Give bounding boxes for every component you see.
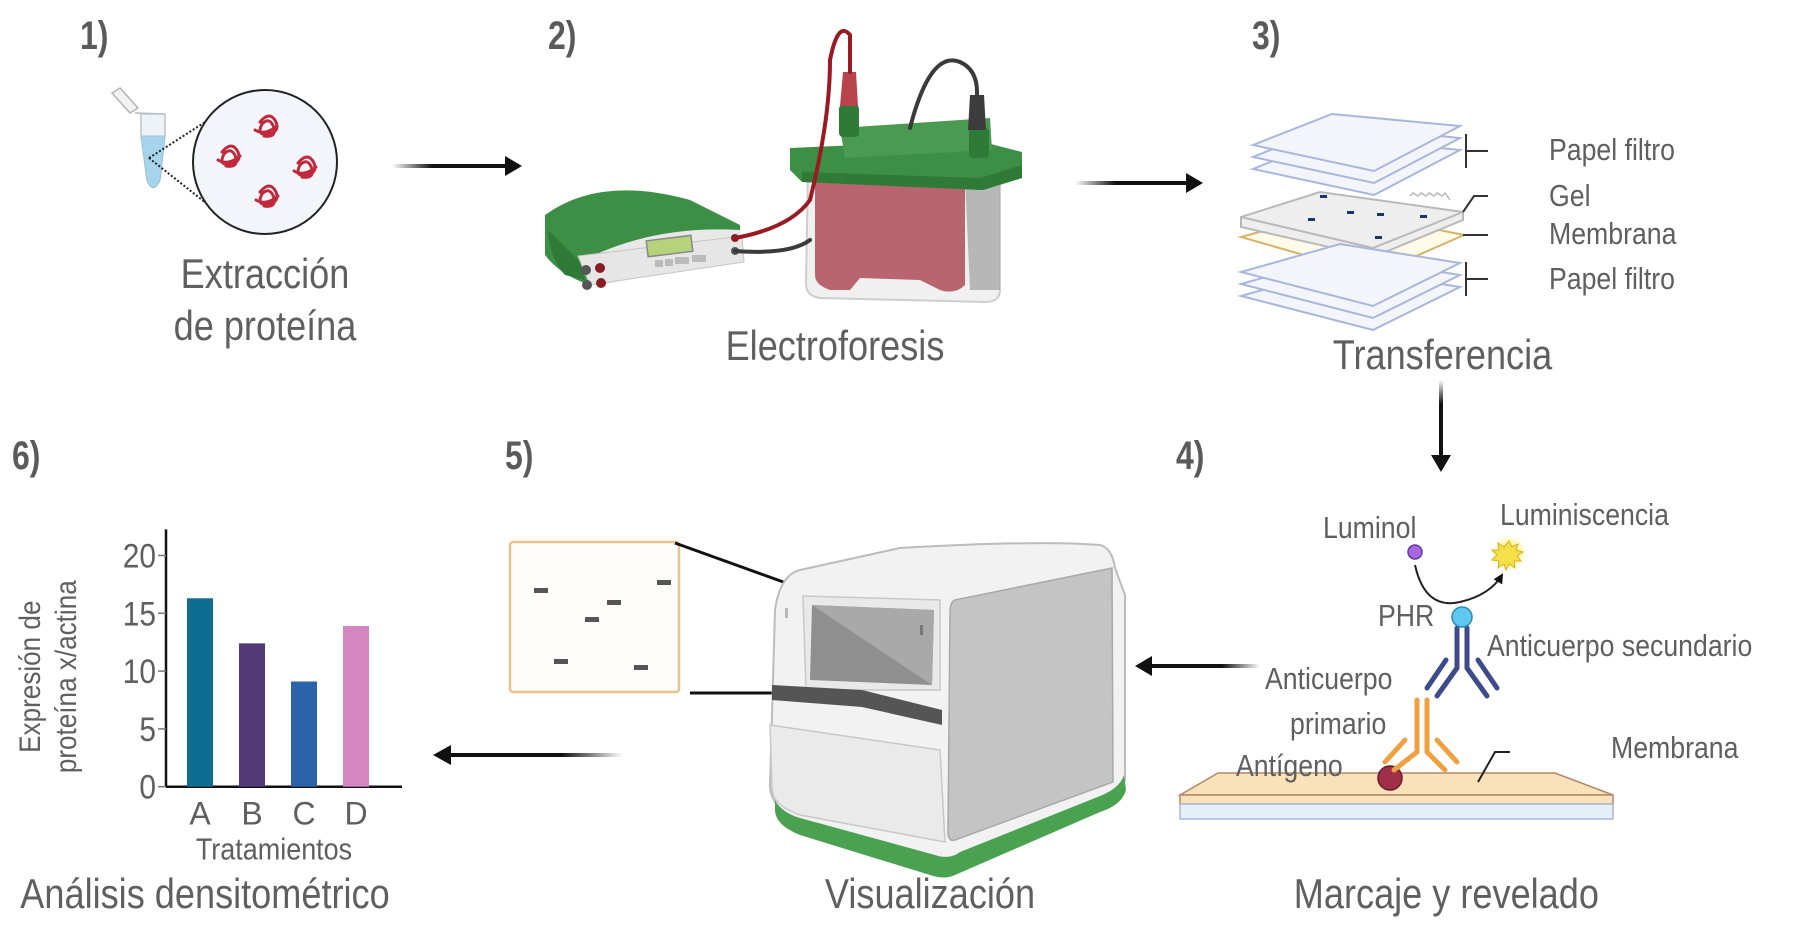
step-2-number: 2) (548, 14, 577, 58)
label-primary-antibody-line2: primario (1290, 706, 1387, 741)
phr-enzyme-icon (1451, 606, 1473, 628)
filter-paper-bottom (1237, 242, 1464, 332)
arrow-1-to-2 (392, 156, 522, 176)
membrane-slab (1177, 772, 1614, 820)
label-antigen: Antígeno (1236, 748, 1343, 783)
step-4-caption: Marcaje y revelado (1293, 870, 1599, 917)
step-5-number: 5) (505, 434, 534, 478)
y-tick-label: 15 (123, 595, 156, 633)
y-tick-label: 20 (123, 537, 156, 575)
label-gel: Gel (1549, 178, 1591, 213)
x-tick-label: B (241, 796, 262, 832)
protein-coil-icon (253, 114, 279, 138)
bar-c (291, 681, 317, 787)
y-tick-label: 10 (123, 652, 156, 690)
protein-coil-icon (254, 184, 280, 208)
label-filter-paper-bottom: Papel filtro (1549, 261, 1675, 296)
bar-a (187, 598, 213, 787)
zoom-lines (148, 116, 214, 208)
y-tick-label: 0 (139, 768, 156, 806)
luminescence-icon (1489, 533, 1529, 573)
arrow-5-to-6 (433, 745, 623, 765)
label-primary-antibody-line1: Anticuerpo (1265, 661, 1393, 696)
label-membrane-transfer: Membrana (1549, 216, 1677, 251)
protein-coil-icon (216, 144, 242, 168)
y-tick-label: 5 (139, 710, 156, 748)
step-6-number: 6) (12, 434, 41, 478)
label-luminol: Luminol (1323, 510, 1417, 545)
electrophoresis-tank-icon (790, 72, 1022, 304)
secondary-antibody-icon (1424, 625, 1500, 699)
power-supply-icon (545, 190, 745, 290)
primary-antibody-icon (1382, 697, 1460, 773)
arrow-4-to-5 (1135, 656, 1260, 676)
step-5-caption: Visualización (824, 870, 1036, 917)
blot-image-inset (508, 540, 681, 694)
microcentrifuge-tube-icon (110, 87, 166, 189)
luminol-icon (1407, 544, 1423, 560)
arrow-3-to-4 (1431, 380, 1451, 472)
arrow-2-to-3 (1075, 173, 1203, 193)
bar-b (239, 643, 265, 787)
label-filter-paper-top: Papel filtro (1549, 132, 1675, 167)
transfer-label-leaders (1462, 134, 1488, 296)
membrane-leader-line (1477, 751, 1510, 783)
protein-coil-icon (292, 155, 318, 179)
step-3-number: 3) (1252, 14, 1281, 58)
transfer-stack (1237, 112, 1468, 332)
antigen-icon (1377, 765, 1403, 791)
label-phr: PHR (1378, 598, 1435, 633)
reaction-arrow (1414, 564, 1504, 605)
gel-sheet (1240, 190, 1464, 259)
electrode-cables (733, 28, 980, 254)
x-tick-label: C (292, 796, 315, 832)
y-axis-label-line1: Expresión de (13, 601, 46, 753)
gel-imager-icon (768, 542, 1126, 878)
x-tick-label: A (189, 796, 211, 832)
x-axis-label: Tratamientos (196, 833, 352, 867)
label-luminescence: Luminiscencia (1500, 497, 1669, 532)
step-3-caption: Transferencia (1332, 331, 1553, 378)
step-2-caption: Electroforesis (725, 322, 945, 369)
step-1-caption-line1: Extracción (180, 250, 350, 297)
x-tick-label: D (344, 796, 367, 832)
label-secondary-antibody: Anticuerpo secundario (1487, 628, 1753, 663)
step-4-number: 4) (1176, 434, 1205, 478)
step-1-caption-line2: de proteína (173, 302, 357, 349)
label-membrane-labeling: Membrana (1611, 730, 1739, 765)
filter-paper-top (1249, 112, 1464, 197)
bar-d (343, 626, 369, 787)
y-axis-label-line2: proteína x/actina (49, 580, 82, 773)
step-6-caption: Análisis densitométrico (20, 870, 390, 917)
protein-zoom-circle (192, 89, 338, 235)
step-1-number: 1) (80, 14, 109, 58)
